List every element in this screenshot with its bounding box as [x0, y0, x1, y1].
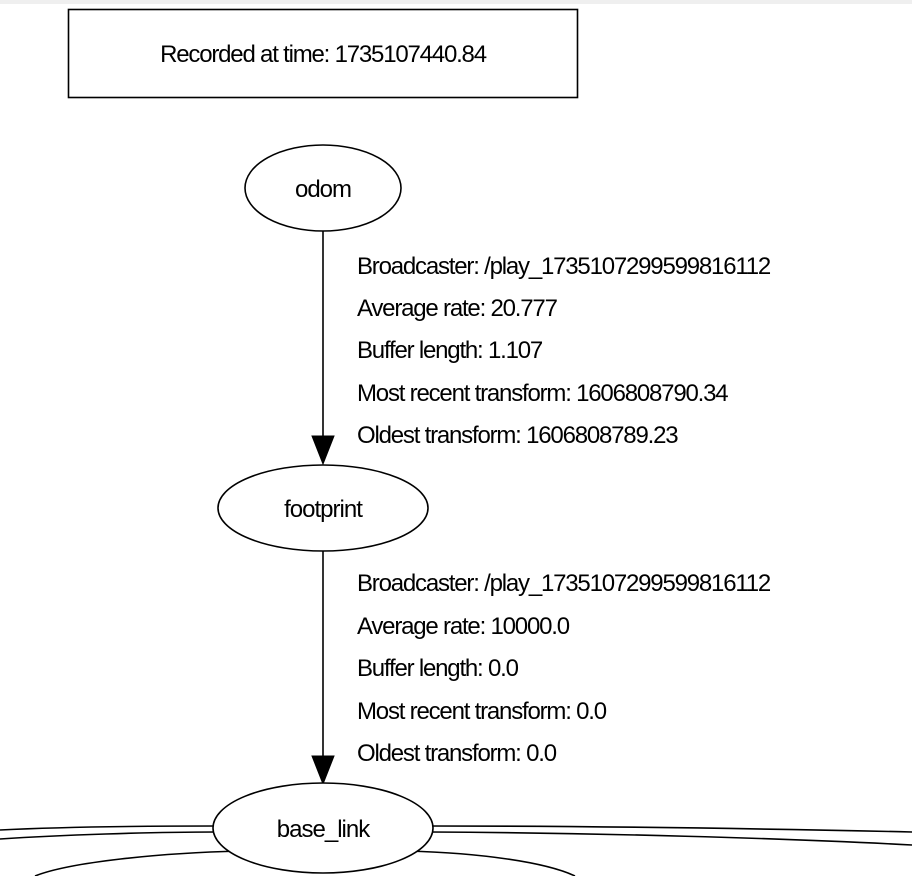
edge-base-link-left-1 [0, 825, 219, 831]
base-link-outgoing-edges [0, 825, 912, 876]
edge-footprint-base-link-oldest: Oldest transform: 0.0 [357, 740, 557, 767]
edge-odom-footprint-arrowhead [311, 435, 335, 466]
node-odom[interactable]: odom [244, 144, 402, 232]
edge-odom-footprint-average-rate: Average rate: 20.777 [357, 295, 558, 322]
recorded-time-box: Recorded at time: 1735107440.84 [67, 8, 579, 99]
edge-odom-footprint-most-recent: Most recent transform: 1606808790.34 [357, 380, 728, 407]
node-base-link[interactable]: base_link [212, 782, 434, 874]
edge-footprint-base-link-broadcaster: Broadcaster: /play_1735107299599816112 [357, 570, 771, 597]
edge-base-link-right-1 [427, 825, 912, 833]
edge-odom-footprint: Broadcaster: /play_1735107299599816112 A… [311, 231, 772, 466]
edge-base-link-right-2 [429, 831, 912, 846]
edge-footprint-base-link-arrowhead [311, 755, 335, 786]
edge-base-link-left-3 [34, 850, 241, 876]
node-odom-label: odom [295, 176, 351, 203]
top-strip [0, 0, 912, 4]
edge-odom-footprint-broadcaster: Broadcaster: /play_1735107299599816112 [357, 253, 771, 280]
node-base-link-ellipse[interactable] [212, 782, 434, 874]
recorded-time-label: Recorded at time: 1735107440.84 [160, 41, 487, 68]
edge-footprint-base-link: Broadcaster: /play_1735107299599816112 A… [311, 551, 772, 786]
node-footprint-label: footprint [284, 496, 363, 523]
node-footprint[interactable]: footprint [217, 464, 429, 552]
edge-odom-footprint-oldest: Oldest transform: 1606808789.23 [357, 422, 678, 449]
recorded-time-frame [67, 8, 579, 99]
edge-footprint-base-link-buffer-length: Buffer length: 0.0 [357, 655, 519, 682]
edge-footprint-base-link-average-rate: Average rate: 10000.0 [357, 613, 570, 640]
node-base-link-label: base_link [277, 816, 371, 843]
edge-base-link-left-2 [0, 831, 217, 840]
edge-odom-footprint-buffer-length: Buffer length: 1.107 [357, 337, 543, 364]
edge-base-link-right-3 [407, 850, 576, 876]
edge-footprint-base-link-most-recent: Most recent transform: 0.0 [357, 698, 607, 725]
